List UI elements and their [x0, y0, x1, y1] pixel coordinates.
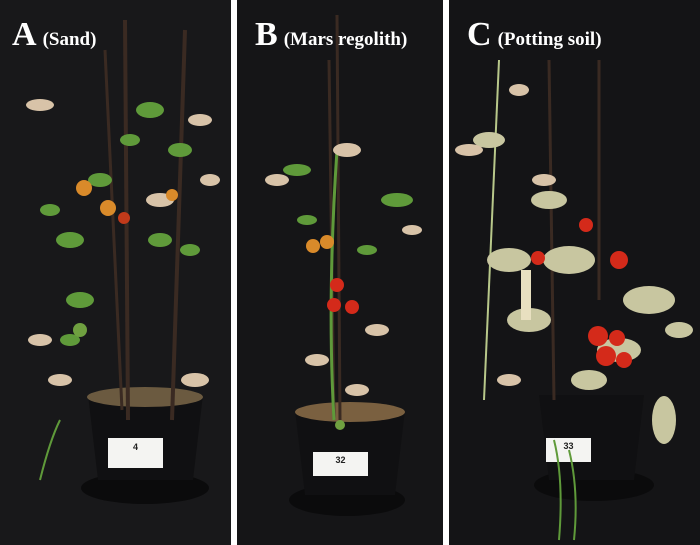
plant-photo-c — [449, 0, 700, 545]
panel-b-label: B(Mars regolith) — [255, 16, 408, 53]
panel-c-potting-soil: C(Potting soil) 33 — [449, 0, 700, 545]
panel-a-sand: A(Sand) 4 — [0, 0, 231, 545]
tomatoes-c — [531, 218, 632, 368]
tomatoes-b — [306, 235, 359, 430]
plant-photo-b — [237, 0, 443, 545]
pot-label-b: 32 — [335, 455, 346, 465]
panel-a-label: A(Sand) — [12, 16, 97, 53]
pot-label-a: 4 — [132, 442, 138, 452]
pot-label-c: 33 — [563, 441, 574, 451]
tomatoes-a — [73, 180, 178, 337]
plant-photo-a — [0, 0, 231, 545]
panel-b-mars-regolith: B(Mars regolith) 32 — [237, 0, 443, 545]
panel-c-label: C(Potting soil) — [467, 16, 602, 53]
